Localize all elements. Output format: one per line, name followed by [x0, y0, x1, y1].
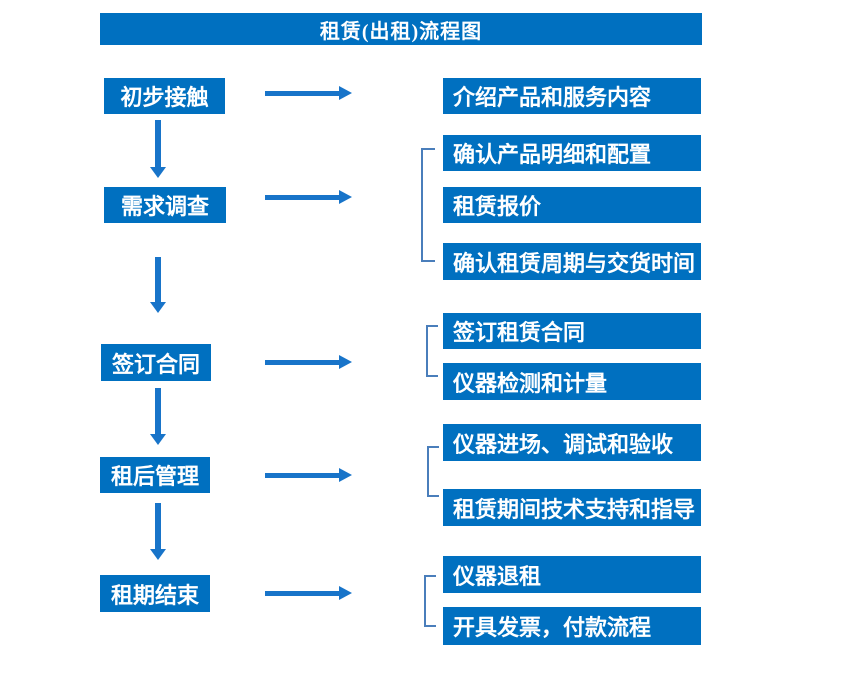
arrow-down-icon: [149, 257, 166, 313]
step-box-demand-survey: 需求调查: [104, 187, 226, 223]
arrow-head: [339, 586, 352, 600]
output-box-confirm-rental-period-delivery: 确认租赁周期与交货时间: [443, 243, 701, 280]
arrow-shaft: [154, 388, 161, 434]
step-box-post-rental-management: 租后管理: [100, 457, 210, 493]
output-box-instrument-testing-metering: 仪器检测和计量: [443, 363, 701, 400]
group-bracket-icon: [426, 325, 438, 377]
arrow-shaft: [265, 359, 339, 365]
arrow-head: [339, 468, 352, 482]
step-box-rental-end: 租期结束: [100, 575, 210, 612]
arrow-head: [149, 302, 166, 313]
arrow-head: [339, 355, 352, 369]
output-box-introduce-products-services: 介绍产品和服务内容: [443, 78, 701, 114]
arrow-right-icon: [265, 468, 352, 482]
group-bracket-icon: [427, 446, 439, 497]
group-bracket-icon: [424, 575, 436, 627]
arrow-right-icon: [265, 586, 352, 600]
arrow-shaft: [154, 257, 161, 302]
arrow-right-icon: [265, 190, 352, 204]
arrow-right-icon: [265, 86, 352, 100]
arrow-shaft: [154, 120, 161, 167]
arrow-head: [339, 190, 352, 204]
arrow-right-icon: [265, 355, 352, 369]
step-box-sign-contract: 签订合同: [101, 344, 211, 381]
output-box-instrument-return: 仪器退租: [443, 556, 701, 593]
output-box-invoice-payment-process: 开具发票，付款流程: [443, 607, 701, 645]
arrow-shaft: [154, 503, 161, 549]
arrow-head: [149, 549, 166, 560]
arrow-shaft: [265, 590, 339, 596]
arrow-down-icon: [149, 503, 166, 560]
group-bracket-icon: [421, 148, 435, 262]
output-box-instrument-entry-debug-acceptance: 仪器进场、调试和验收: [443, 424, 701, 461]
output-box-rental-quotation: 租赁报价: [443, 187, 701, 223]
arrow-shaft: [265, 194, 339, 200]
flowchart-title: 租赁(出租)流程图: [100, 13, 702, 45]
arrow-head: [149, 434, 166, 445]
arrow-head: [339, 86, 352, 100]
arrow-down-icon: [149, 388, 166, 445]
arrow-down-icon: [149, 120, 166, 178]
output-box-sign-rental-contract: 签订租赁合同: [443, 313, 701, 349]
step-box-initial-contact: 初步接触: [104, 78, 225, 114]
output-box-technical-support-guidance: 租赁期间技术支持和指导: [443, 489, 701, 526]
arrow-head: [149, 167, 166, 178]
arrow-shaft: [265, 472, 339, 478]
output-box-confirm-product-details: 确认产品明细和配置: [443, 135, 701, 171]
arrow-shaft: [265, 90, 339, 96]
